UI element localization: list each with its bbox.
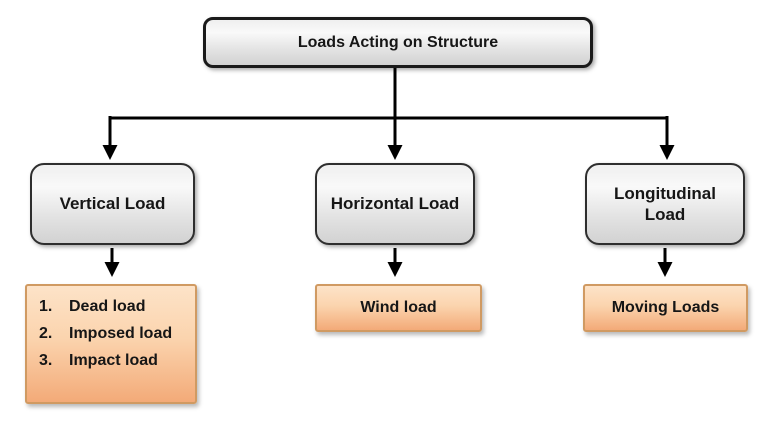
leaf-node-vertical-load-list: 1. Dead load 2. Imposed load 3. Impact l… [25, 284, 197, 404]
list-item: 3. Impact load [39, 347, 191, 374]
branch-node-vertical-load: Vertical Load [30, 163, 195, 245]
list-item-text: Dead load [69, 298, 146, 315]
branch-horizontal-label: Horizontal Load [330, 194, 460, 214]
branch-longitudinal-label: Longitudinal Load [614, 183, 716, 224]
root-node-loads-acting-on-structure: Loads Acting on Structure [203, 17, 593, 68]
leaf-node-moving-loads: Moving Loads [583, 284, 748, 332]
root-node-label: Loads Acting on Structure [297, 33, 499, 51]
leaf-node-wind-load: Wind load [315, 284, 482, 332]
list-item-number: 1. [39, 298, 53, 315]
list-item-number: 3. [39, 352, 53, 369]
leaf-wind-label: Wind load [360, 299, 437, 316]
list-item: 2. Imposed load [39, 320, 191, 347]
list-item-text: Imposed load [69, 325, 173, 342]
list-item: 1. Dead load [39, 293, 191, 320]
list-item-text: Impact load [69, 352, 158, 369]
branch-node-longitudinal-load: Longitudinal Load [585, 163, 745, 245]
list-item-number: 2. [39, 325, 53, 342]
leaf-moving-label: Moving Loads [611, 299, 720, 316]
branch-node-horizontal-load: Horizontal Load [315, 163, 475, 245]
branch-vertical-label: Vertical Load [59, 194, 166, 214]
